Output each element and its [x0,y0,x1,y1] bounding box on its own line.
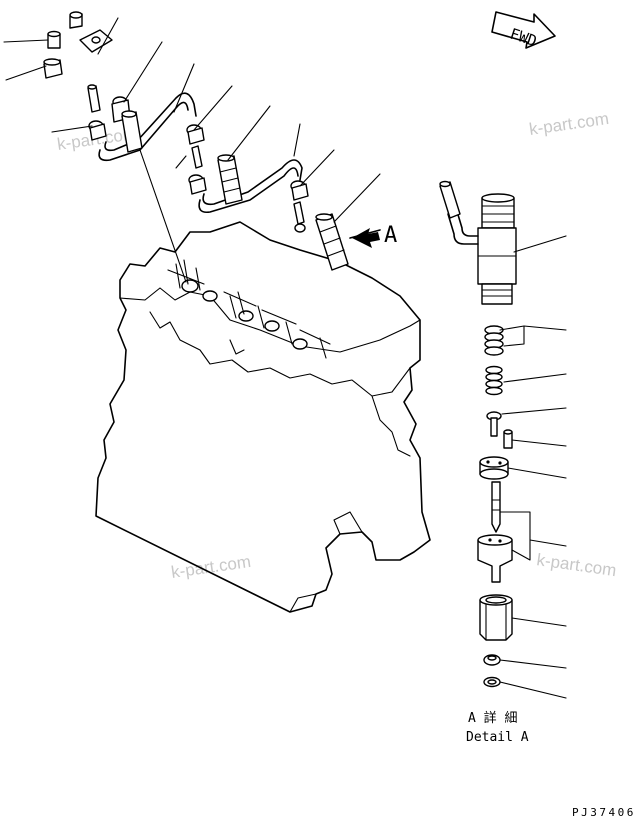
callout-leaders-left [3,17,381,223]
clamp-part [69,11,113,53]
engine-block [95,221,431,613]
sleeve-part [43,58,63,79]
callout-leaders-right [499,235,567,699]
bolt-part [87,84,101,113]
seal-ring [483,654,501,666]
retaining-nut [479,594,513,641]
fwd-arrow-icon: FWD [491,11,556,50]
spring-lower [485,365,503,396]
injector-1 [121,110,143,153]
injection-pipe-1 [98,92,197,162]
injector-2 [217,154,243,205]
detail-caption-en: Detail A [466,730,529,745]
needle-valve [491,481,501,533]
view-label: A [384,223,397,248]
pipe-nut-4 [188,174,207,195]
cap-part [47,30,61,49]
view-arrow-icon [349,228,381,248]
detail-injector-assembly [439,180,517,305]
gasket [483,676,501,688]
pipe-nut-6 [294,223,306,233]
watermark-bottom-right: k-part.com [535,550,617,580]
pipe-nut-5 [290,180,309,225]
pipe-nut-3 [186,124,205,169]
nozzle-body [477,534,513,583]
pipe-nut-2 [88,120,107,141]
detail-caption-jp: A 詳 細 [468,710,517,726]
drawing-number: PJ37406 [572,806,636,819]
watermark-top-right: k-part.com [528,109,610,139]
injection-pipe-2 [198,159,303,214]
watermark-bottom-left: k-part.com [170,552,252,582]
spring-upper [484,325,504,356]
spacer [479,456,509,480]
push-rod [486,411,502,437]
injector-3 [315,213,349,271]
leader-to-block [139,149,187,283]
fwd-label: FWD [508,25,539,50]
pin [503,429,513,449]
